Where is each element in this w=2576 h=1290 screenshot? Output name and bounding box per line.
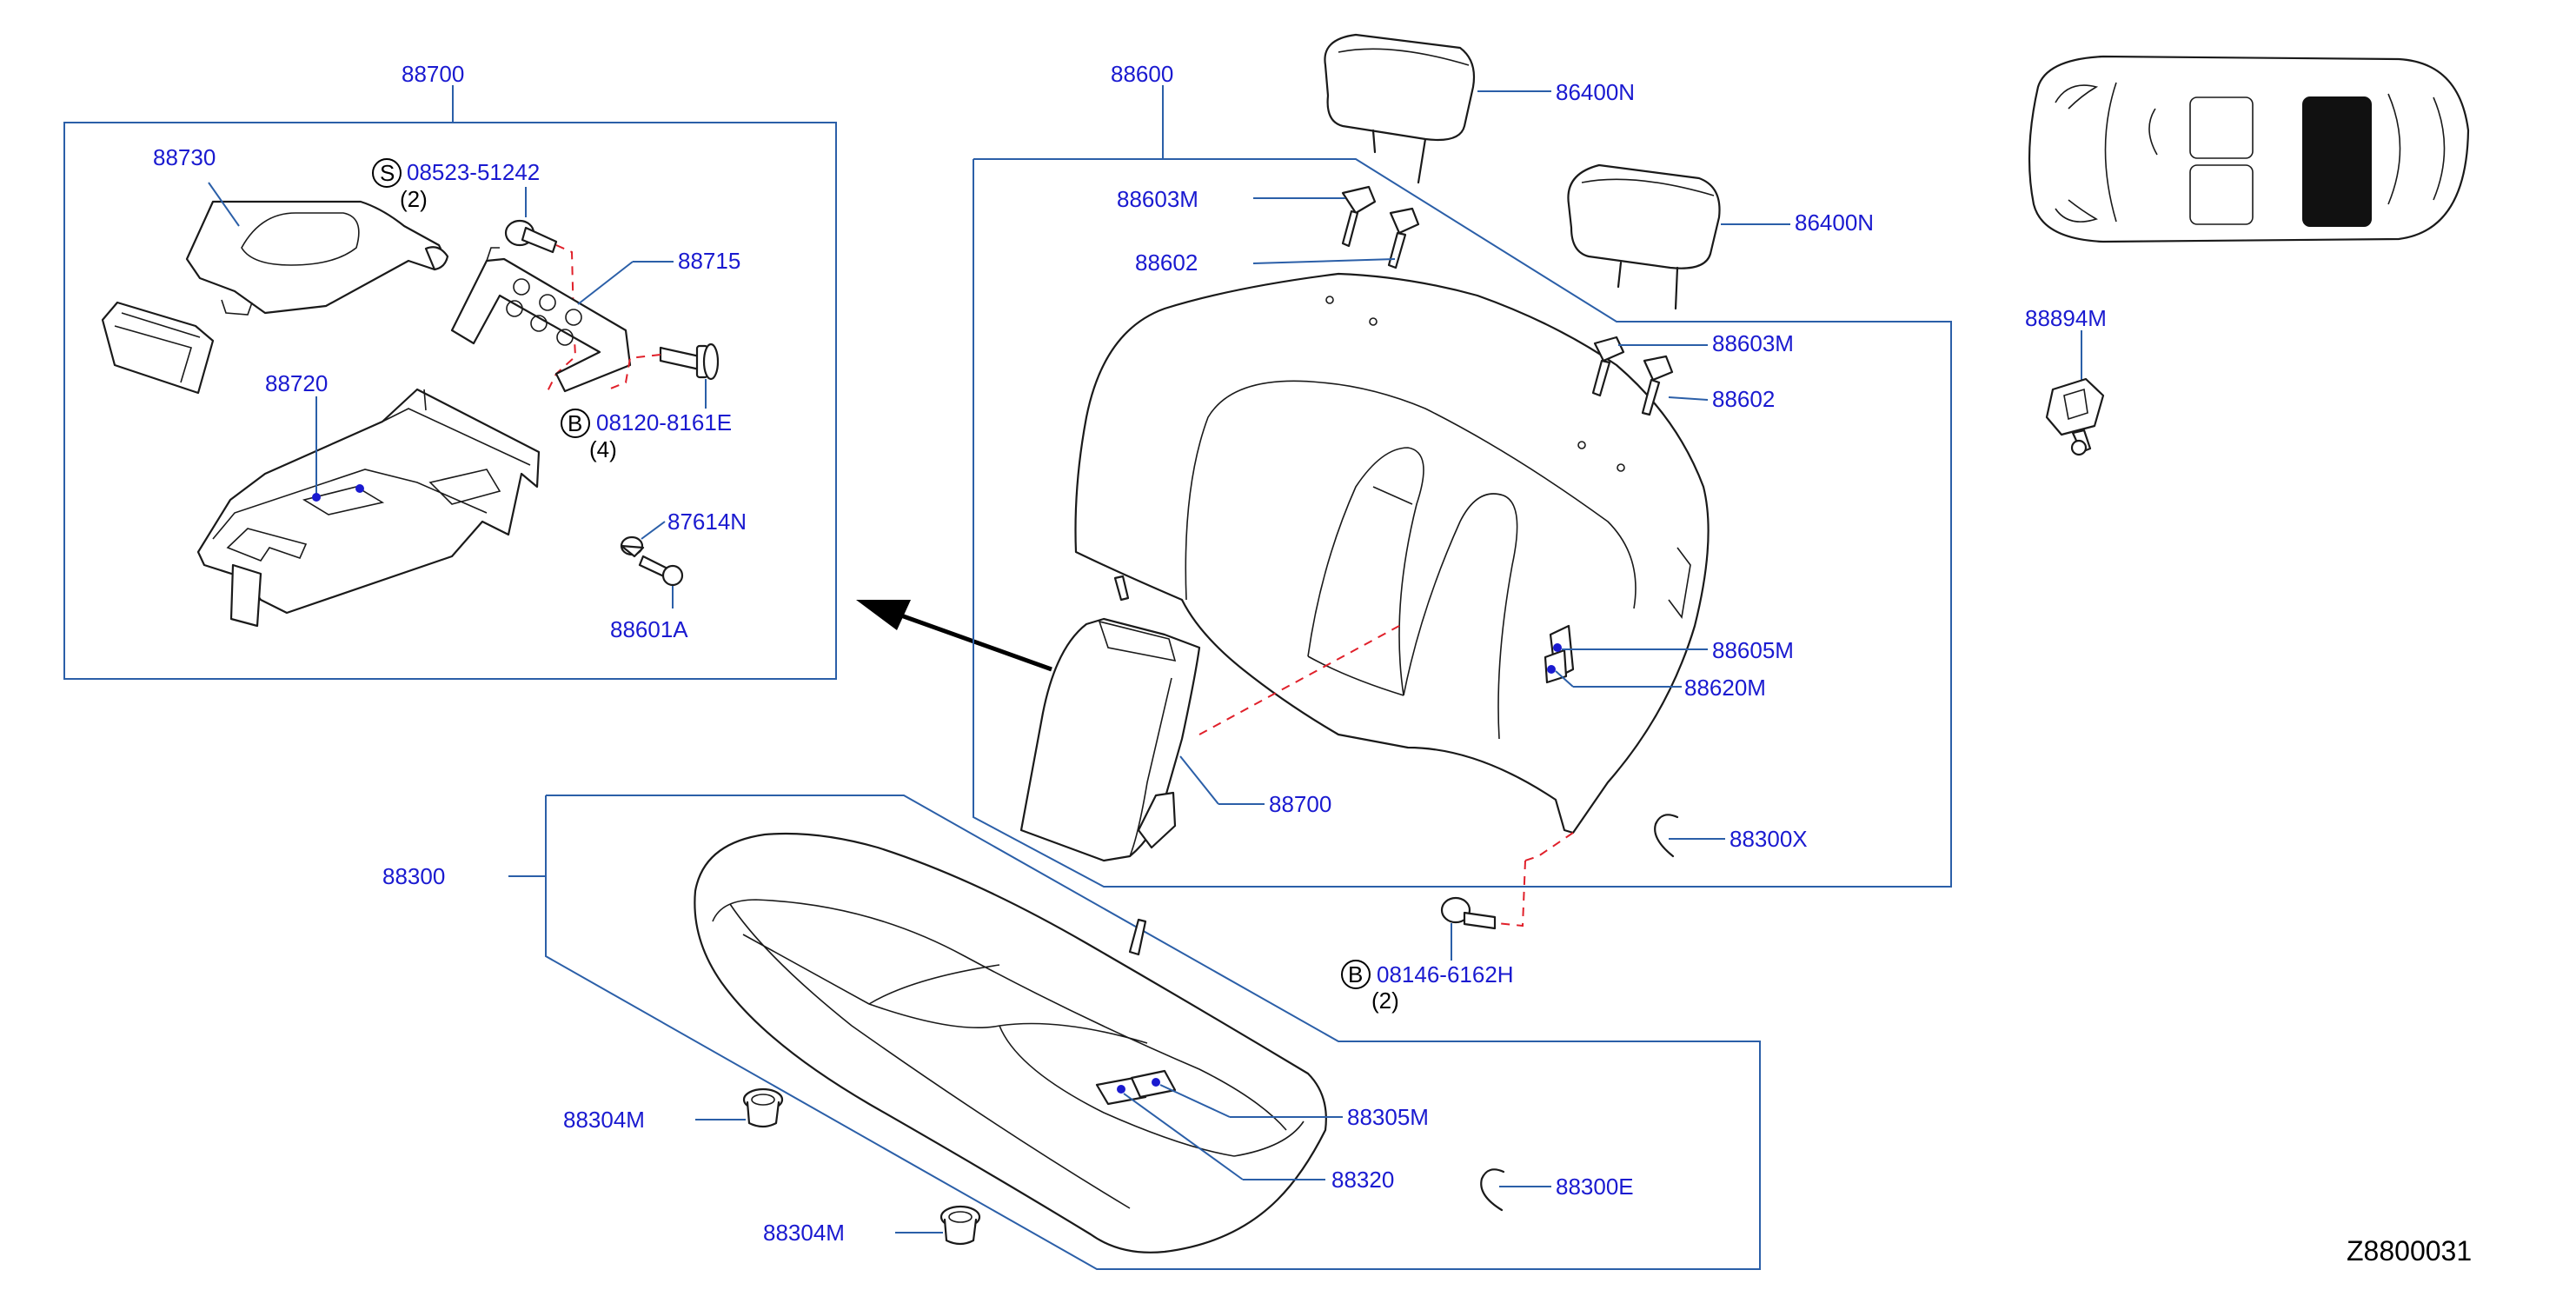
label-88300: 88300 (382, 863, 445, 889)
label-86400n-2: 86400N (1795, 209, 1874, 236)
label-88305m: 88305M (1347, 1104, 1429, 1130)
seat-back-part (1074, 272, 1710, 835)
striker-88894m-part (2045, 377, 2105, 456)
car-top-view (2028, 55, 2470, 243)
label-86400n-1: 86400N (1556, 79, 1635, 105)
label-88603m-right: 88603M (1712, 330, 1794, 356)
label-88730: 88730 (153, 144, 216, 170)
bolt-b2-symbol: B (1348, 961, 1363, 987)
label-88894m: 88894M (2025, 305, 2107, 331)
seat-cushion-group-box (545, 795, 1761, 1270)
label-88602-right: 88602 (1712, 386, 1775, 412)
label-88715: 88715 (678, 248, 740, 274)
guide-top-part (1341, 185, 1420, 269)
label-88304m-1: 88304M (563, 1107, 645, 1133)
bolt-b1-symbol: B (568, 410, 582, 436)
label-88605m: 88605M (1712, 637, 1794, 663)
label-screw-qty: (2) (400, 186, 428, 212)
label-08523-51242: 08523-51242 (407, 159, 540, 185)
label-bolt-b2-qty: (2) (1371, 987, 1399, 1014)
screw-s-part (504, 219, 558, 254)
armrest-body-part (196, 388, 541, 628)
car-highlight-rear-seat (2302, 96, 2372, 227)
armrest-assembly-part (1019, 617, 1201, 862)
armrest-pocket-part (101, 301, 215, 395)
hinge-bracket-part (450, 247, 632, 393)
detail-arrow (856, 600, 1052, 672)
label-08120-8161e: 08120-8161E (596, 409, 732, 436)
ring-88300e-part (1480, 1168, 1505, 1212)
label-88304m-2: 88304M (763, 1220, 845, 1246)
label-88602-top: 88602 (1135, 249, 1198, 276)
label-88603m-top: 88603M (1117, 186, 1198, 212)
label-88320: 88320 (1331, 1167, 1394, 1193)
bolt-88601a-part (638, 555, 684, 587)
ring-88300x-part (1654, 814, 1679, 858)
label-88700-callout: 88700 (1269, 791, 1331, 817)
diagram-code: Z8800031 (2347, 1235, 2472, 1267)
bushing-1-part (742, 1087, 784, 1128)
label-88300e: 88300E (1556, 1174, 1634, 1200)
armrest-detail-box (63, 122, 837, 680)
label-stickers-back (1544, 624, 1575, 684)
seat-cushion-part (694, 832, 1327, 1253)
label-88600: 88600 (1111, 61, 1173, 87)
label-88720: 88720 (265, 370, 328, 396)
bushing-2-part (939, 1205, 981, 1246)
guide-right-part (1591, 336, 1674, 416)
label-08146-6162h: 08146-6162H (1377, 961, 1514, 987)
headrest-2-part (1567, 163, 1721, 310)
seat-back-group-box (973, 158, 1952, 888)
armrest-lid-part (185, 200, 449, 316)
label-87614n: 87614N (667, 509, 747, 535)
headrest-1-part (1324, 33, 1476, 184)
label-bolt-b1-qty: (4) (589, 436, 617, 462)
label-88601a: 88601A (610, 616, 688, 642)
bolt-b2-part (1440, 896, 1497, 930)
label-88700-group: 88700 (402, 61, 464, 87)
screw-s-symbol: S (380, 160, 395, 186)
label-88620m: 88620M (1684, 675, 1766, 701)
clip-87614n-part (620, 535, 645, 558)
label-88300x: 88300X (1730, 826, 1808, 852)
bolt-b1-part (659, 342, 720, 381)
